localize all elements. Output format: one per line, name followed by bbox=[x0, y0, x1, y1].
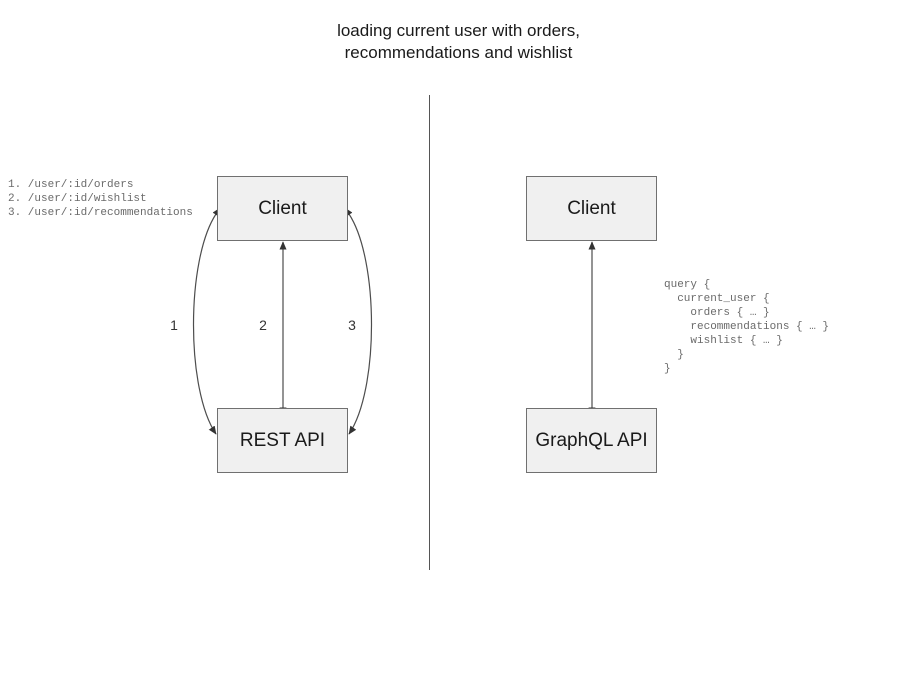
vertical-divider bbox=[429, 95, 430, 570]
edge-label-2: 2 bbox=[259, 317, 267, 333]
edge-label-3: 3 bbox=[348, 317, 356, 333]
edge-1-curved-arrow bbox=[192, 207, 221, 435]
node-graphql-api[interactable]: GraphQL API bbox=[526, 408, 657, 473]
edge-label-1: 1 bbox=[170, 317, 178, 333]
rest-endpoints-annotation: 1. /user/:id/orders 2. /user/:id/wishlis… bbox=[8, 179, 193, 219]
graphql-query-annotation: query { current_user { orders { … } reco… bbox=[664, 279, 830, 375]
node-client-graphql[interactable]: Client bbox=[526, 176, 657, 241]
page-title: loading current user with orders, recomm… bbox=[337, 21, 580, 62]
node-rest-api[interactable]: REST API bbox=[217, 408, 348, 473]
node-client-rest[interactable]: Client bbox=[217, 176, 348, 241]
